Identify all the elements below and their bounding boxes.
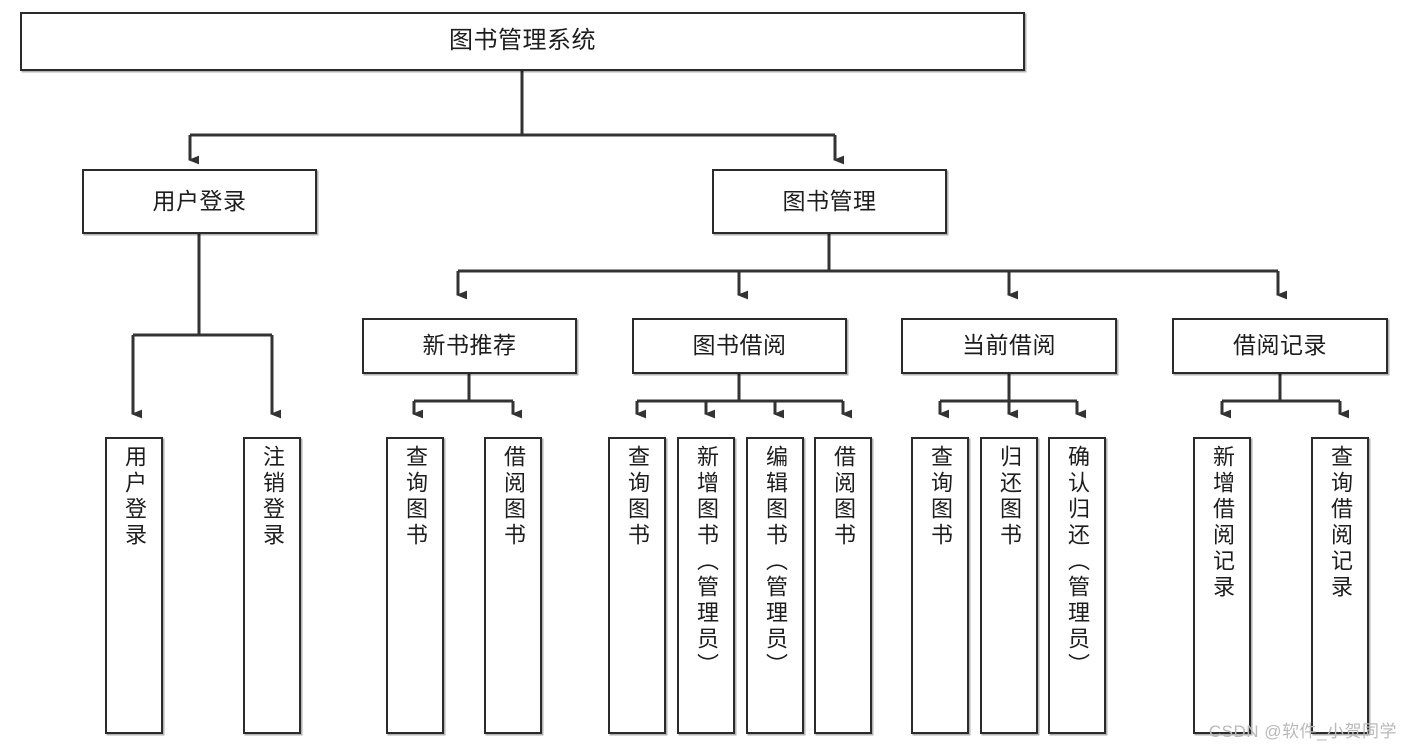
node-leaf-user-login[interactable]: 用户登录 (105, 437, 163, 734)
node-leaf-query-borrow-record[interactable]: 查询借阅记录 (1311, 437, 1369, 734)
node-label: 用户登录 (152, 187, 247, 214)
node-label: 新增借阅记录 (1210, 445, 1235, 601)
node-label: 借阅图书 (501, 445, 526, 549)
node-book-borrowing[interactable]: 图书借阅 (632, 318, 847, 374)
node-label: 归还图书 (997, 445, 1022, 549)
node-leaf-return-book[interactable]: 归还图书 (980, 437, 1038, 734)
node-label: 注销登录 (260, 445, 285, 549)
node-label: 借阅图书 (831, 445, 856, 549)
node-borrowing-record[interactable]: 借阅记录 (1172, 318, 1388, 374)
node-label: 借阅记录 (1233, 332, 1327, 359)
node-leaf-add-borrow-record[interactable]: 新增借阅记录 (1193, 437, 1251, 734)
node-leaf-rec-query-book[interactable]: 查询图书 (386, 437, 444, 734)
node-current-borrowing[interactable]: 当前借阅 (901, 318, 1117, 374)
node-label: 图书借阅 (692, 332, 787, 359)
node-new-book-recommendation[interactable]: 新书推荐 (362, 318, 577, 374)
node-leaf-logout[interactable]: 注销登录 (243, 437, 301, 734)
node-label: 编辑图书（管理员） (763, 445, 788, 679)
node-book-management[interactable]: 图书管理 (712, 169, 947, 234)
node-label: 确认归还（管理员） (1065, 445, 1090, 679)
node-leaf-add-book-admin[interactable]: 新增图书（管理员） (677, 437, 735, 734)
node-user-login[interactable]: 用户登录 (82, 169, 317, 234)
node-label: 新增图书（管理员） (694, 445, 719, 679)
node-label: 用户登录 (122, 445, 147, 549)
node-leaf-current-query-book[interactable]: 查询图书 (911, 437, 969, 734)
node-leaf-edit-book-admin[interactable]: 编辑图书（管理员） (746, 437, 804, 734)
node-leaf-borrow-query-book[interactable]: 查询图书 (608, 437, 666, 734)
node-label: 图书管理系统 (449, 27, 596, 55)
node-leaf-borrow-book[interactable]: 借阅图书 (814, 437, 872, 734)
node-label: 当前借阅 (962, 332, 1056, 359)
node-leaf-rec-borrow-book[interactable]: 借阅图书 (484, 437, 542, 734)
node-label: 查询图书 (403, 445, 428, 549)
node-leaf-confirm-return-admin[interactable]: 确认归还（管理员） (1048, 437, 1106, 734)
node-root-book-management-system[interactable]: 图书管理系统 (20, 12, 1025, 71)
node-label: 查询图书 (625, 445, 650, 549)
node-label: 新书推荐 (422, 332, 517, 359)
node-label: 查询借阅记录 (1328, 445, 1353, 601)
node-label: 查询图书 (928, 445, 953, 549)
node-label: 图书管理 (782, 187, 877, 214)
watermark-text: CSDN @软件_小贺同学 (1208, 722, 1397, 741)
